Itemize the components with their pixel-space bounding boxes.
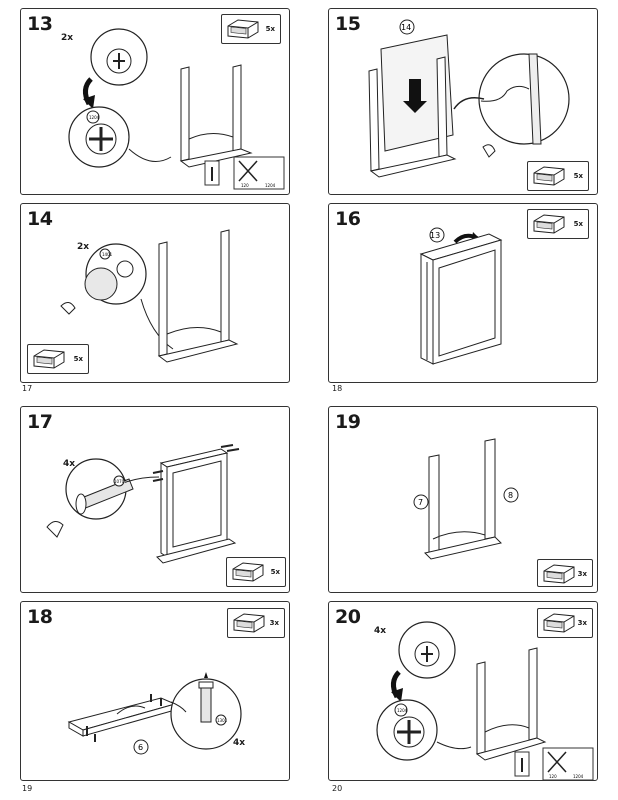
drawer-icon	[227, 19, 259, 39]
drawer-count-box: 3x	[227, 608, 285, 638]
down-arrow-icon	[403, 79, 427, 113]
step-13-illustration: 1204 120 1204	[68, 28, 285, 190]
drawer-count: 5x	[573, 172, 583, 180]
step-20-illustration: 1204 120 1204	[376, 621, 594, 781]
step-17-panel: 17 4x 5x 10701	[20, 406, 290, 593]
drawer-count: 3x	[577, 570, 587, 578]
part-code: 10701	[114, 479, 127, 484]
drawer-count: 5x	[270, 568, 280, 576]
step-13-panel: 13 2x 5x 1204 120 1204	[20, 8, 290, 195]
drawer-count-box: 5x	[27, 344, 89, 374]
step-14-illustration: 1401	[60, 229, 239, 363]
step-15-panel: 15 5x 14	[328, 8, 598, 195]
part-code: 1301	[217, 718, 228, 723]
step-number: 18	[27, 606, 53, 628]
drawer-count: 5x	[73, 355, 83, 363]
part-code: 120	[241, 183, 249, 188]
no-hammer-icon	[547, 751, 567, 773]
part-code: 120	[549, 774, 557, 779]
drawer-count-box: 5x	[221, 14, 281, 44]
drawer-icon	[33, 349, 65, 369]
part-label: 14	[401, 23, 411, 32]
step-number: 19	[335, 411, 361, 433]
step-number: 14	[27, 208, 53, 230]
part-label: 7	[418, 498, 423, 507]
drawer-count-box: 5x	[527, 209, 589, 239]
drawer-icon	[533, 166, 565, 186]
step-multiplier: 4x	[63, 459, 76, 469]
step-20-panel: 20 4x 3x 1204 120 1204	[328, 601, 598, 781]
rotate-arrow-icon	[83, 95, 95, 109]
no-hammer-icon	[238, 160, 258, 182]
step-multiplier: 4x	[233, 738, 246, 748]
page-number: 19	[22, 784, 33, 793]
step-18-illustration: 6 1301	[67, 672, 242, 755]
rotate-arrow-icon	[391, 688, 403, 702]
hand-icon	[482, 144, 496, 158]
step-number: 13	[27, 13, 53, 35]
part-label: 8	[508, 491, 513, 500]
drawer-icon	[543, 613, 575, 633]
drawer-count: 5x	[573, 220, 583, 228]
drawer-count-box: 3x	[537, 559, 593, 587]
step-19-illustration: 7 8	[413, 438, 519, 560]
drawer-icon	[533, 214, 565, 234]
step-number: 16	[335, 208, 361, 230]
drawer-icon	[543, 564, 575, 584]
drawer-count: 3x	[269, 619, 279, 627]
hand-icon	[60, 302, 76, 315]
step-multiplier: 4x	[374, 626, 387, 636]
page-number: 20	[332, 784, 343, 793]
part-code: 1401	[102, 252, 113, 257]
svg-text:1204: 1204	[89, 115, 100, 120]
part-code: 1204	[265, 183, 276, 188]
drawer-icon	[233, 613, 265, 633]
drawer-count-box: 5x	[527, 161, 589, 191]
step-14-panel: 14 2x 5x 1401	[20, 203, 290, 383]
hand-icon	[46, 521, 64, 538]
part-label: 6	[138, 743, 143, 752]
step-16-panel: 16 5x 13	[328, 203, 598, 383]
step-number: 20	[335, 606, 361, 628]
step-multiplier: 2x	[61, 33, 74, 43]
step-15-illustration: 14	[368, 19, 570, 178]
step-16-illustration: 13	[419, 227, 503, 365]
step-number: 17	[27, 411, 53, 433]
part-code: 1204	[397, 708, 408, 713]
part-code: 1204	[573, 774, 584, 779]
page-number: 18	[332, 384, 343, 393]
step-19-panel: 19 3x 7 8	[328, 406, 598, 593]
step-multiplier: 2x	[77, 242, 90, 252]
drawer-count-box: 3x	[537, 608, 593, 638]
drawer-count: 3x	[577, 619, 587, 627]
step-number: 15	[335, 13, 361, 35]
step-18-panel: 18 4x 3x 6 1301	[20, 601, 290, 781]
drawer-count: 5x	[265, 25, 275, 33]
step-17-illustration: 10701	[46, 444, 240, 564]
page-number: 17	[22, 384, 33, 393]
part-label: 13	[430, 231, 440, 240]
drawer-icon	[232, 562, 264, 582]
drawer-count-box: 5x	[226, 557, 286, 587]
